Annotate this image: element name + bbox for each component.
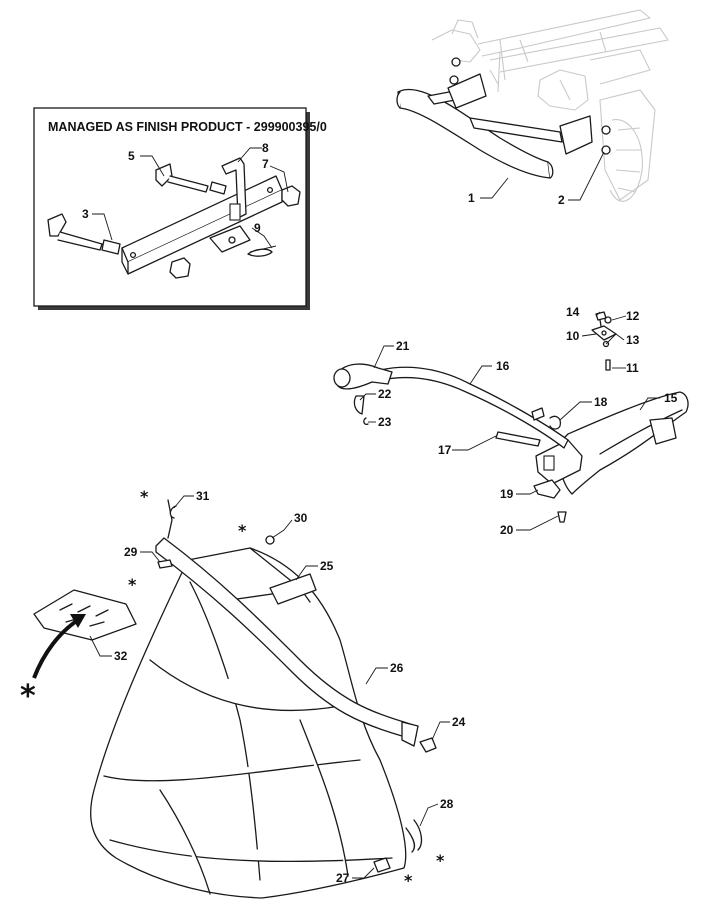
front-bumper	[396, 73, 593, 179]
callout-1: 1	[468, 191, 475, 205]
asterisk-marker: *	[128, 575, 137, 594]
callout-13: 13	[626, 333, 640, 347]
hardware-cluster	[591, 311, 617, 371]
callout-31: 31	[196, 489, 210, 503]
callout-14: 14	[566, 305, 580, 319]
callout-32: 32	[114, 649, 128, 663]
callout-30: 30	[294, 511, 308, 525]
callout-10: 10	[566, 329, 580, 343]
tractor-frame-ghost	[431, 9, 669, 202]
callout-26: 26	[390, 661, 404, 675]
arrow-head	[70, 614, 86, 628]
asterisk-marker: *	[238, 521, 247, 540]
callout-25: 25	[320, 559, 334, 573]
callout-23: 23	[378, 415, 392, 429]
callout-17: 17	[438, 443, 452, 457]
arrow-pointer	[32, 618, 80, 679]
callout-labels: 1 2 5 8 7 3 9 14 12 10 13 11 21 16 22 18…	[82, 141, 678, 885]
inset-title: MANAGED AS FINISH PRODUCT - 299900395/0	[48, 120, 327, 134]
asterisk-marker-large: *	[20, 679, 36, 714]
callout-16: 16	[496, 359, 510, 373]
asterisk-marker: *	[436, 851, 445, 870]
callout-5: 5	[128, 149, 135, 163]
callout-28: 28	[440, 797, 454, 811]
callout-2: 2	[558, 193, 565, 207]
asterisk-marker: *	[140, 487, 149, 506]
callout-7: 7	[262, 157, 269, 171]
lever-rod	[361, 366, 569, 449]
bumper-bolts	[449, 57, 611, 155]
callout-3: 3	[82, 207, 89, 221]
callout-21: 21	[396, 339, 410, 353]
callout-20: 20	[500, 523, 514, 537]
callout-24: 24	[452, 715, 466, 729]
callout-12: 12	[626, 309, 640, 323]
callout-15: 15	[664, 391, 678, 405]
deflector-plate	[558, 391, 689, 495]
callout-18: 18	[594, 395, 608, 409]
lever-grip	[335, 363, 393, 390]
callout-22: 22	[378, 387, 392, 401]
callout-19: 19	[500, 487, 514, 501]
callout-27: 27	[336, 871, 350, 885]
callout-9: 9	[254, 221, 261, 235]
leader-lines	[89, 147, 660, 879]
asterisk-markers: * * * * * *	[20, 487, 445, 890]
callout-8: 8	[262, 141, 269, 155]
asterisk-marker: *	[404, 871, 413, 890]
grass-bag	[90, 499, 437, 899]
inset-panel: MANAGED AS FINISH PRODUCT - 299900395/0	[33, 107, 327, 310]
callout-29: 29	[124, 545, 138, 559]
callout-11: 11	[626, 361, 639, 375]
